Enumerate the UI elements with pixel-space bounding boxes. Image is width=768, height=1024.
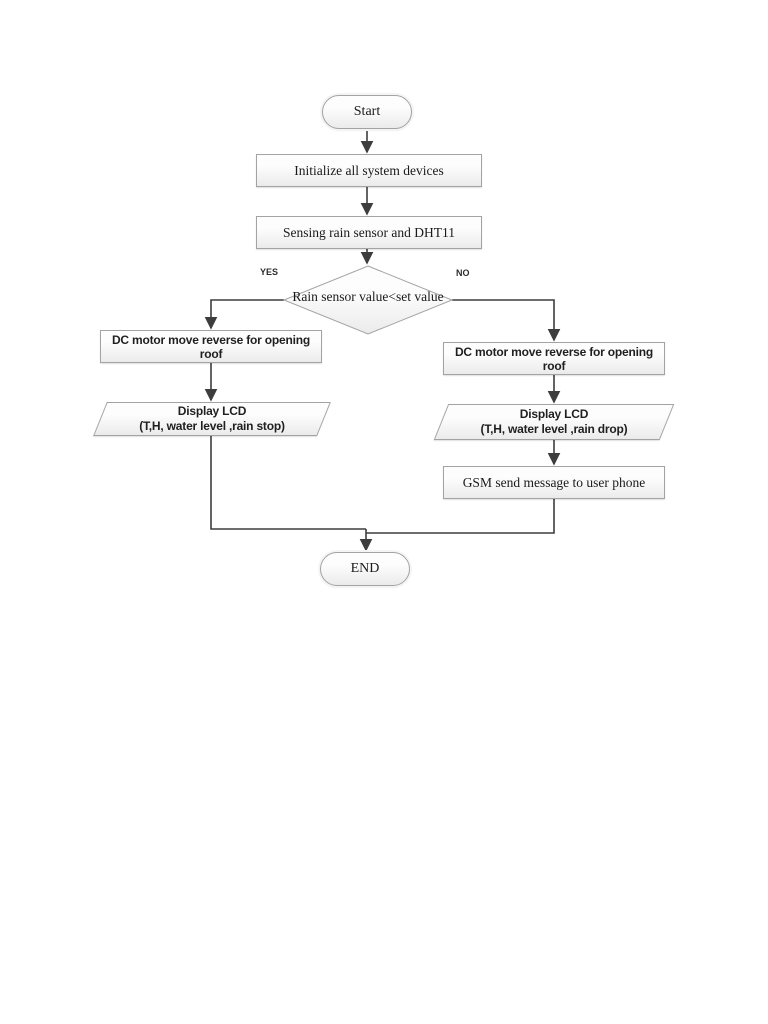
io-display-lcd-right-line1: Display LCD bbox=[519, 407, 589, 421]
connector-lcdleft-merge bbox=[210, 436, 366, 530]
no-branch-label: NO bbox=[456, 268, 470, 278]
decision-diamond-shape bbox=[282, 265, 454, 335]
io-display-lcd-left-text: Display LCD (T,H, water level ,rain stop… bbox=[92, 404, 332, 434]
process-gsm-label: GSM send message to user phone bbox=[462, 474, 646, 490]
connector-decision-yes-branch bbox=[204, 299, 284, 330]
start-label: Start bbox=[353, 104, 381, 119]
process-sensing: Sensing rain sensor and DHT11 bbox=[256, 216, 482, 249]
process-dc-motor-right: DC motor move reverse for opening roof bbox=[443, 342, 665, 375]
process-sensing-label: Sensing rain sensor and DHT11 bbox=[283, 224, 455, 240]
process-dc-motor-right-label: DC motor move reverse for opening roof bbox=[454, 344, 654, 373]
yes-branch-label: YES bbox=[260, 267, 279, 277]
end-node: END bbox=[320, 552, 410, 586]
start-node: Start bbox=[322, 95, 412, 129]
end-label: END bbox=[350, 561, 380, 576]
decision-label: Rain sensor value<set value bbox=[292, 289, 444, 304]
connector-gsm-merge bbox=[366, 499, 555, 534]
process-initialize-label: Initialize all system devices bbox=[294, 162, 444, 178]
process-initialize: Initialize all system devices bbox=[256, 154, 482, 187]
process-dc-motor-left-label: DC motor move reverse for opening roof bbox=[111, 332, 311, 361]
io-display-lcd-left-line2: (T,H, water level ,rain stop) bbox=[139, 419, 285, 433]
io-display-lcd-right: Display LCD (T,H, water level ,rain drop… bbox=[433, 404, 675, 440]
io-display-lcd-right-line2: (T,H, water level ,rain drop) bbox=[480, 422, 628, 436]
io-display-lcd-right-text: Display LCD (T,H, water level ,rain drop… bbox=[433, 407, 675, 437]
io-display-lcd-left: Display LCD (T,H, water level ,rain stop… bbox=[92, 402, 332, 436]
process-gsm: GSM send message to user phone bbox=[443, 466, 665, 499]
connector-decision-no-branch bbox=[452, 299, 561, 342]
io-display-lcd-left-line1: Display LCD bbox=[177, 404, 247, 418]
process-dc-motor-left: DC motor move reverse for opening roof bbox=[100, 330, 322, 363]
